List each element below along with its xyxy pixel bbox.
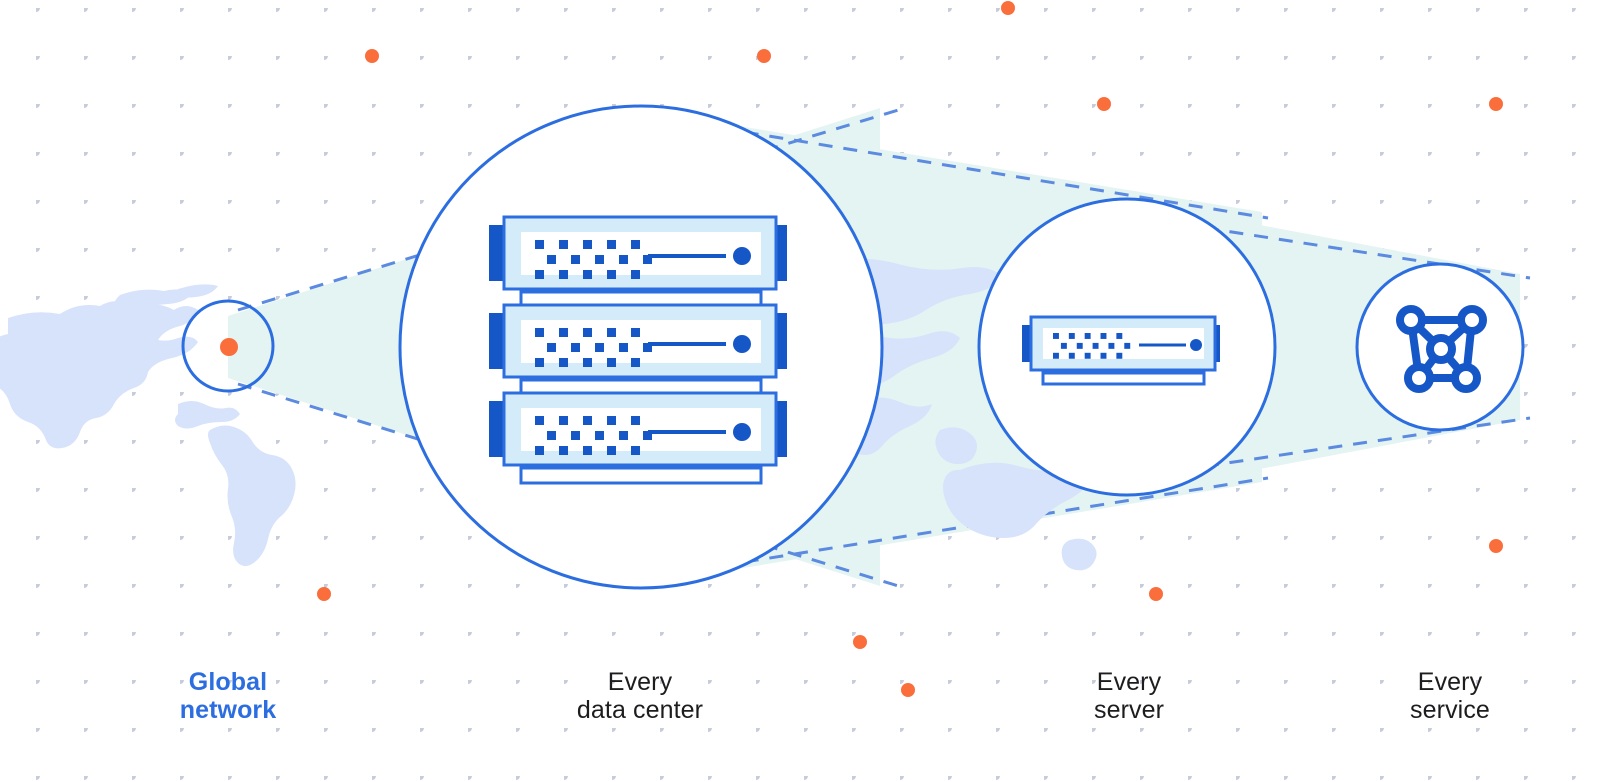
server-rack-unit — [489, 303, 787, 397]
stage-every-server — [977, 197, 1277, 497]
network-graph-icon — [1396, 305, 1487, 393]
global-network-focus-circle — [181, 299, 275, 393]
server-rack-unit — [489, 391, 787, 485]
accent-dots — [317, 1, 1503, 697]
single-server — [1022, 315, 1220, 386]
server-rack — [489, 215, 787, 485]
global-network-marker-dot — [220, 338, 238, 356]
stage-every-service — [1355, 262, 1525, 432]
stage-every-data-center — [398, 104, 884, 590]
server-rack-unit — [489, 215, 787, 309]
